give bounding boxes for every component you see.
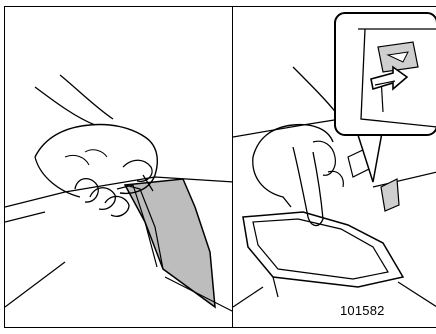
- hook-detail-inset: [335, 13, 436, 135]
- panel-right: [232, 6, 436, 328]
- panel-left: [4, 6, 233, 328]
- figure-code: 101582: [340, 303, 385, 318]
- hand-pulling-mat-illustration: [5, 7, 233, 328]
- hand-pressing-hook-illustration: [233, 7, 436, 328]
